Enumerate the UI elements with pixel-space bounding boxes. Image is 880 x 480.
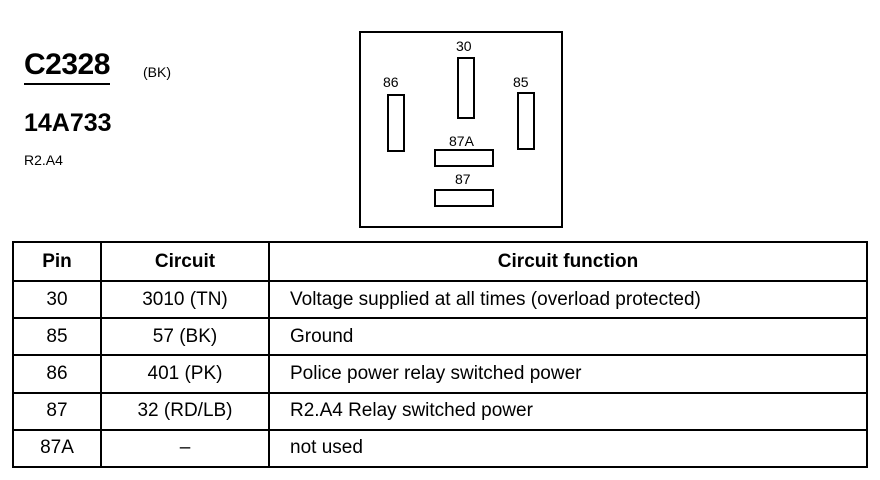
table-row: 85 57 (BK) Ground	[12, 317, 868, 357]
pin-label-87: 87	[455, 171, 471, 187]
pin-label-86: 86	[383, 74, 399, 90]
cell-circuit: 3010 (TN)	[100, 279, 270, 320]
part-number: 14A733	[24, 109, 112, 137]
cell-circuit: 57 (BK)	[100, 317, 270, 357]
pin-slot-87a	[434, 149, 494, 167]
cell-circuit-function: not used	[268, 428, 868, 469]
cell-circuit: 32 (RD/LB)	[100, 391, 270, 431]
pin-slot-30	[457, 57, 475, 119]
column-header-pin: Pin	[12, 241, 102, 282]
pin-circuit-table: Pin Circuit Circuit function 30 3010 (TN…	[12, 241, 868, 469]
column-header-circuit: Circuit	[100, 241, 270, 282]
table-row: 86 401 (PK) Police power relay switched …	[12, 354, 868, 394]
table-header-row: Pin Circuit Circuit function	[12, 241, 868, 282]
cell-pin: 86	[12, 354, 102, 394]
cell-pin: 87	[12, 391, 102, 431]
pin-slot-86	[387, 94, 405, 152]
location-reference: R2.A4	[24, 152, 63, 168]
cell-pin: 30	[12, 279, 102, 320]
connector-id: C2328	[24, 50, 110, 85]
column-header-circuit-function: Circuit function	[268, 241, 868, 282]
cell-circuit-function: Voltage supplied at all times (overload …	[268, 279, 868, 320]
cell-circuit-function: R2.A4 Relay switched power	[268, 391, 868, 431]
pin-slot-87	[434, 189, 494, 207]
table-row: 30 3010 (TN) Voltage supplied at all tim…	[12, 279, 868, 320]
pin-label-87a: 87A	[449, 133, 474, 149]
cell-circuit-function: Ground	[268, 317, 868, 357]
pin-label-30: 30	[456, 38, 472, 54]
cell-circuit-function: Police power relay switched power	[268, 354, 868, 394]
table-row: 87 32 (RD/LB) R2.A4 Relay switched power	[12, 391, 868, 431]
cell-circuit: 401 (PK)	[100, 354, 270, 394]
table-row: 87A – not used	[12, 428, 868, 469]
cell-circuit: –	[100, 428, 270, 469]
cell-pin: 87A	[12, 428, 102, 469]
pin-slot-85	[517, 92, 535, 150]
connector-color-code: (BK)	[143, 64, 171, 80]
cell-pin: 85	[12, 317, 102, 357]
connector-face-diagram: 30 86 85 87A 87	[359, 31, 563, 228]
pin-label-85: 85	[513, 74, 529, 90]
